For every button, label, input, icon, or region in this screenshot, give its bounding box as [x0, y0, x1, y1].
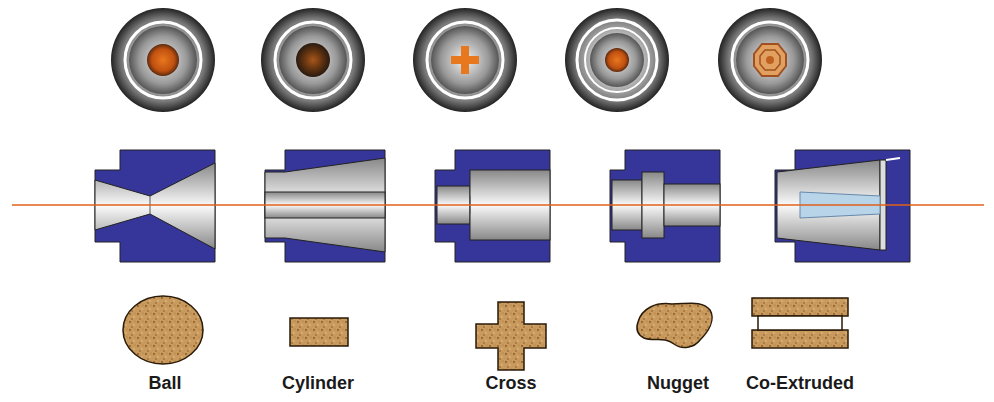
ball-product	[123, 296, 203, 364]
die-face-ball	[111, 8, 215, 112]
cylinder-product	[290, 318, 348, 346]
die-section-cylinder	[265, 150, 385, 262]
product-label: Co-Extruded	[746, 373, 854, 394]
product-label: Cross	[485, 373, 536, 394]
product-label: Nugget	[647, 373, 709, 394]
die-section-nugget	[610, 150, 720, 262]
co-extruded-product	[752, 298, 848, 348]
die-face-cross	[413, 8, 517, 112]
nugget-product	[637, 303, 712, 347]
die-section-cross	[435, 150, 550, 262]
die-face-co-extruded	[718, 8, 822, 112]
cross-product	[476, 302, 546, 370]
die-face-cylinder	[261, 8, 365, 112]
die-face-nugget	[565, 8, 669, 112]
extrudate-axis	[12, 204, 984, 206]
die-section-ball	[95, 150, 215, 262]
product-label: Ball	[148, 373, 181, 394]
die-section-co-extruded	[775, 150, 910, 262]
product-label: Cylinder	[282, 373, 354, 394]
